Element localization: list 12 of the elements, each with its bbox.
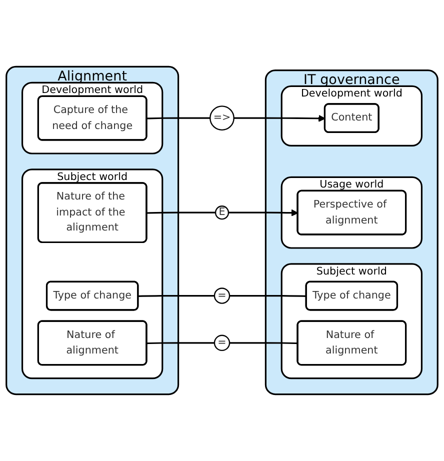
- connector: [230, 294, 306, 297]
- node-circle: =: [214, 288, 230, 304]
- connector: [138, 294, 214, 297]
- connector: [146, 117, 210, 120]
- node-circle: E: [214, 206, 230, 220]
- node-circle: =>: [210, 106, 234, 131]
- connector: [146, 342, 214, 344]
- arrow: [234, 114, 326, 122]
- arrow: [228, 209, 298, 216]
- node-circle: =: [214, 334, 230, 352]
- connector: [146, 212, 216, 214]
- connector: [230, 342, 298, 344]
